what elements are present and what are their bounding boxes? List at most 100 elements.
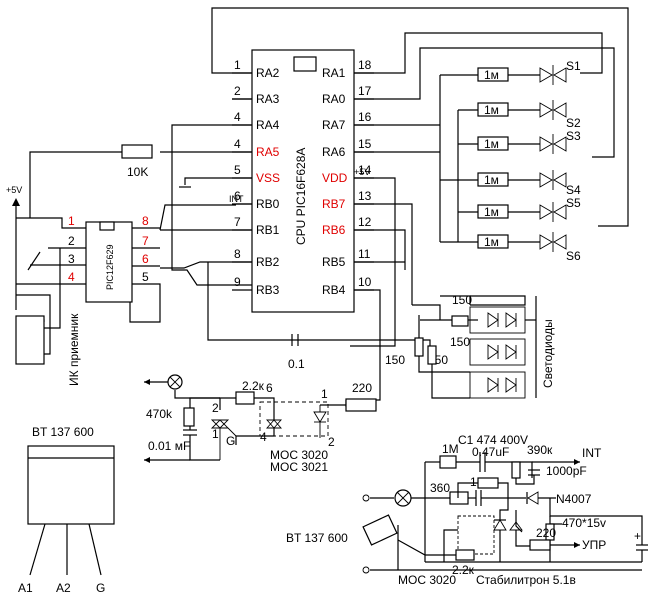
cpu-right-pin-num: 14 <box>358 163 372 177</box>
led-diode <box>505 377 517 393</box>
package-title: BT 137 600 <box>32 425 94 439</box>
ir-wiring: +5V ИК приемник <box>6 185 236 386</box>
bt137-package: BT 137 600 A1 A2 G <box>18 425 115 595</box>
cpu-right-pin-name: RB7 <box>322 197 346 211</box>
cpu-right-pin-num: 18 <box>358 58 372 72</box>
cpu-right-pin-num: 15 <box>358 137 372 151</box>
psu-470: 470*15v <box>562 516 606 530</box>
pkg-pin-a1: A1 <box>18 581 33 595</box>
psu-r220: 220 <box>536 526 556 540</box>
cpu-right-pin-name: RB4 <box>322 283 346 297</box>
triac-block: 220 1 2 6 4 MOC 3020 MOC 3021 2.2к G 2 1… <box>144 374 377 474</box>
cap-01-label: 0.1 <box>288 357 305 371</box>
moc-pin4: 4 <box>260 430 267 444</box>
cpu-right-pin-name: RB5 <box>322 255 346 269</box>
button-diode-b <box>553 67 567 83</box>
cpu-right-pin-name: VDD <box>322 171 348 185</box>
r1m-a: 1м <box>484 68 499 82</box>
supply-5v: +5V <box>6 185 22 195</box>
r470k-label: 470k <box>146 407 173 421</box>
button-resistors: 1м 1м 1м 1м 1м 1м <box>477 67 509 249</box>
r1m-c: 1м <box>484 205 499 219</box>
cpu-left-pin-num: 7 <box>234 215 241 229</box>
cpu-right-pin-name: RB6 <box>322 223 346 237</box>
led-diode <box>487 312 499 328</box>
ir-left-pin-num: 3 <box>68 252 75 266</box>
leds-label: Светодиоды <box>541 319 555 388</box>
cpu-left-pin-name: RA5 <box>256 145 280 159</box>
button-label: S5 <box>566 196 581 210</box>
psu-390k: 390к <box>527 443 553 457</box>
button-diode-a <box>539 234 553 250</box>
psu-block: 1M C1 474 400V 0.47uF 390к INT 1000pF 36… <box>286 433 648 587</box>
cpu-left-pin-name: RA4 <box>256 118 280 132</box>
ir-left-pin-num: 4 <box>68 270 75 284</box>
cpu-right-pins: 18RA117RA016RA715RA614VDD13RB712RB611RB5… <box>322 58 374 297</box>
psu-plus: + <box>634 529 641 543</box>
button-diode-a <box>539 136 553 152</box>
button-diode-a <box>539 102 553 118</box>
cpu-right-pin-name: RA0 <box>322 92 346 106</box>
r150-a: 150 <box>452 293 472 307</box>
psu-triac: BT 137 600 <box>286 531 348 545</box>
psu-c1b: 0.47uF <box>472 445 509 459</box>
r1m-b: 1м <box>484 173 499 187</box>
button-diode-b <box>553 204 567 220</box>
button-diode-b <box>553 172 567 188</box>
led-diode <box>505 344 517 360</box>
button-diode-b <box>553 102 567 118</box>
moc-3021: MOC 3021 <box>270 460 328 474</box>
cpu-right-pin-num: 16 <box>358 110 372 124</box>
button-diode-a <box>539 67 553 83</box>
cpu-left-pin-name: RA2 <box>256 66 280 80</box>
cpu-left-pin-num: 6 <box>234 189 241 203</box>
r1m-d: 1м <box>484 235 499 249</box>
button-label: S3 <box>566 129 581 143</box>
moc-pin1: 1 <box>321 387 328 401</box>
cpu-left-pin-num: 4 <box>234 137 241 151</box>
psu-n4007: N4007 <box>556 492 592 506</box>
psu-upr: УПР <box>582 538 606 552</box>
r1m-f: 1м <box>484 137 499 151</box>
int-label: INT <box>229 194 244 204</box>
psu-int: INT <box>582 446 602 460</box>
ir-chip-label: PIC12F629 <box>105 244 115 290</box>
psu-r22k: 2.2к <box>452 563 475 577</box>
psu-360: 360 <box>430 481 450 495</box>
cpu-left-pin-num: 2 <box>234 84 241 98</box>
top-wiring <box>211 7 629 243</box>
psu-c1: C1 474 400V <box>458 433 528 447</box>
r-10k-label: 10K <box>127 165 148 179</box>
cpu-right-pin-name: RA6 <box>322 145 346 159</box>
ir-left-pin-num: 2 <box>68 234 75 248</box>
led-diode <box>487 344 499 360</box>
cpu-left-pin-name: RB0 <box>256 197 280 211</box>
button-label: S1 <box>566 59 581 73</box>
r150-b: 150 <box>450 335 470 349</box>
cpu-right-pin-name: RA7 <box>322 118 346 132</box>
psu-1000pf: 1000pF <box>546 464 587 478</box>
button-diode-b <box>553 136 567 152</box>
ir-chip: PIC12F629 <box>85 221 133 303</box>
led-diode <box>505 312 517 328</box>
ir-left-pin-num: 1 <box>68 214 75 228</box>
cpu-left-pin-name: RB1 <box>256 223 280 237</box>
cpu-right-pin-num: 12 <box>358 215 372 229</box>
pkg-pin-a2: A2 <box>56 581 71 595</box>
cpu-right-pin-name: RA1 <box>322 66 346 80</box>
psu-r1m: 1M <box>442 442 459 456</box>
button-diode-a <box>539 172 553 188</box>
cpu-left-pin-num: 1 <box>234 58 241 72</box>
cap-001-label: 0.01 мF <box>148 439 190 453</box>
button-label: S2 <box>566 116 581 130</box>
button-label: S4 <box>566 183 581 197</box>
vdd-supply-label: +5V <box>354 167 370 177</box>
button-diode-a <box>539 204 553 220</box>
psu-moc: MOC 3020 <box>398 573 456 587</box>
cpu-left-pin-num: 4 <box>234 110 241 124</box>
ir-right-pin-num: 7 <box>142 234 149 248</box>
triac-pin-1: 1 <box>212 427 219 441</box>
